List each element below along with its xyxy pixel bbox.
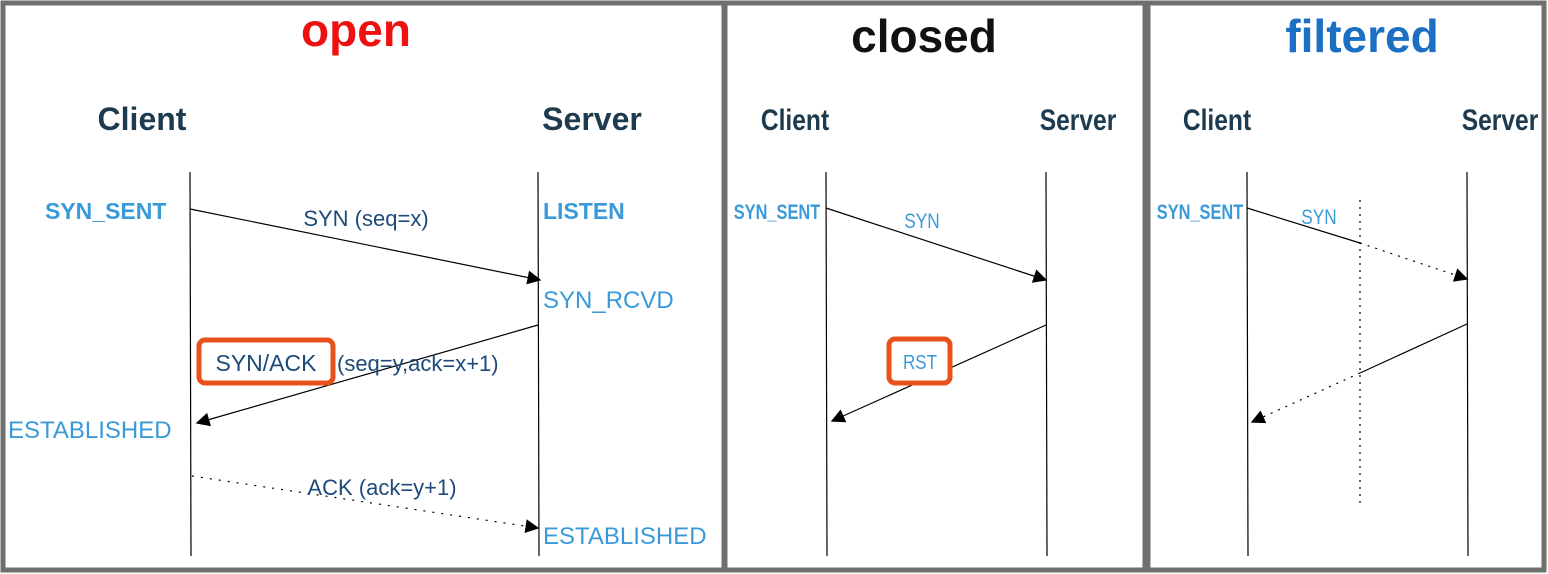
server-heading: Server <box>1040 103 1117 137</box>
panel-filtered-border <box>1145 0 1547 573</box>
client-heading: Client <box>98 101 187 137</box>
syn-label: SYN <box>1301 207 1336 230</box>
synack-params-label: (seq=y,ack=x+1) <box>337 351 499 376</box>
panel-filtered: filtered Client Server SYN_SENT SYN <box>1145 0 1547 573</box>
server-lifeline <box>1466 171 1469 557</box>
panel-open-title: open <box>301 4 411 56</box>
client-lifeline <box>1246 171 1249 557</box>
panel-filtered-title: filtered <box>1285 10 1438 62</box>
syn-label: SYN (seq=x) <box>303 206 428 231</box>
state-established-server: ESTABLISHED <box>543 523 707 550</box>
client-lifeline <box>189 171 192 557</box>
syn-arrow <box>189 208 542 285</box>
syn-arrow-solid <box>1246 207 1361 244</box>
state-syn-sent: SYN_SENT <box>734 200 821 223</box>
rst-label: RST <box>903 351 937 374</box>
syn-label: SYN <box>904 211 939 234</box>
state-syn-rcvd: SYN_RCVD <box>543 287 674 314</box>
panel-open: open Client Server SYN_SENT LISTEN SYN_R… <box>0 0 727 573</box>
synack-label: SYN/ACK <box>216 350 318 376</box>
server-heading: Server <box>1462 103 1539 137</box>
ack-label: ACK (ack=y+1) <box>307 475 456 500</box>
client-lifeline <box>825 171 828 557</box>
state-syn-sent: SYN_SENT <box>45 198 166 224</box>
state-syn-sent: SYN_SENT <box>1157 200 1244 223</box>
reply-arrow-dotted <box>1250 372 1361 424</box>
synack-arrow <box>195 324 539 427</box>
state-listen: LISTEN <box>543 198 625 224</box>
client-heading: Client <box>1183 103 1251 137</box>
server-heading: Server <box>542 101 642 137</box>
panel-closed-title: closed <box>851 10 997 62</box>
state-established-client: ESTABLISHED <box>8 417 172 444</box>
server-lifeline <box>1045 171 1048 557</box>
server-lifeline <box>537 171 540 557</box>
syn-arrow-dotted <box>1359 242 1469 282</box>
syn-arrow <box>825 207 1048 283</box>
client-heading: Client <box>761 103 829 137</box>
reply-arrow-solid <box>1359 323 1468 374</box>
panel-closed: closed Client Server SYN_SENT SYN RST <box>722 0 1148 573</box>
rst-highlight-box <box>886 336 953 386</box>
synack-highlight-box <box>196 337 336 386</box>
panel-closed-border <box>722 0 1148 573</box>
